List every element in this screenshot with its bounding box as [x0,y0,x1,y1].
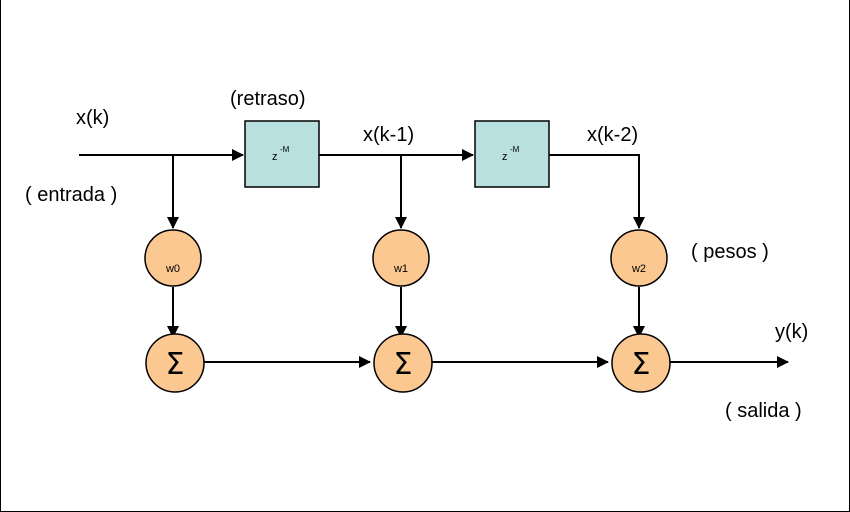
input-signal-label: x(k) [76,107,109,129]
weights-caption: ( pesos ) [691,241,769,263]
weight-label: w1 [393,263,408,275]
delay-block-1: z -M [244,120,320,188]
weight-node-w2: w2 [610,229,668,287]
delay2-output-line [549,154,645,229]
delayed-signal-2-label: x(k-2) [587,124,638,146]
output-signal-label: y(k) [775,321,808,343]
delayed-signal-1-label: x(k-1) [363,124,414,146]
sigma-symbol: Σ [632,347,651,382]
delay-exponent: -M [280,145,290,154]
delay-caption: (retraso) [230,88,306,110]
summer-node-1: Σ [373,333,433,393]
weight-node-w0: w0 [144,229,202,287]
summer-node-0: Σ [145,333,205,393]
sigma-symbol: Σ [166,347,185,382]
input-caption: ( entrada ) [25,184,117,206]
delay-base: z [272,151,278,163]
delay-block-2: z -M [474,120,550,188]
sigma-symbol: Σ [394,347,413,382]
delay-exponent: -M [510,145,520,154]
output-caption: ( salida ) [725,400,802,422]
weight-label: w0 [165,263,180,275]
summer-node-2: Σ [611,333,671,393]
weight-label: w2 [631,263,646,275]
weight-node-w1: w1 [372,229,430,287]
delay-base: z [502,151,508,163]
